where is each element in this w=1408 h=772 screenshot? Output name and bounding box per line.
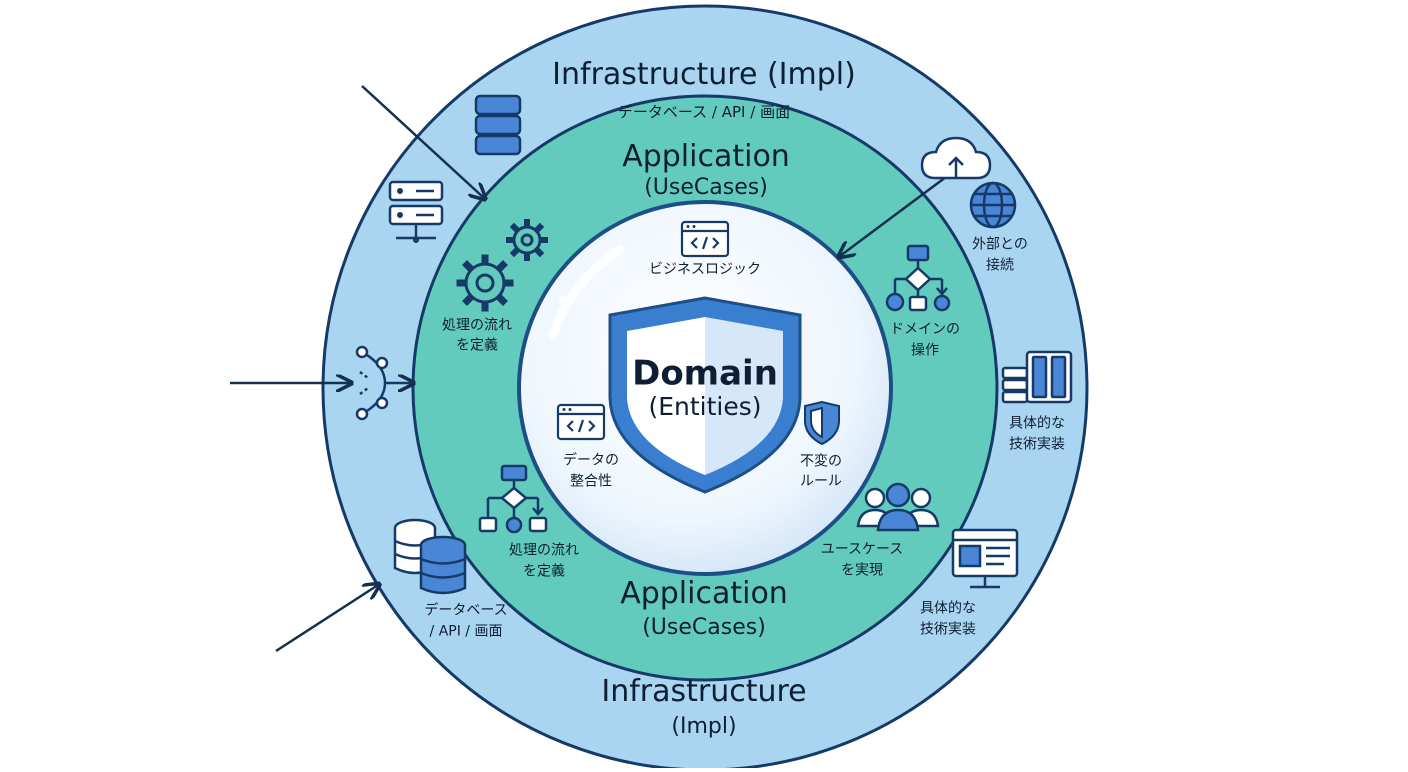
flow-top-label-line2: を定義 [456,337,498,354]
invariant-rule-label-line2: ルール [800,473,842,490]
domain-subtitle: (Entities) [648,392,762,421]
globe-icon [969,181,1017,229]
invariant-rule-label-line1: 不変の [800,453,842,470]
impl-bottom-label-line2: 技術実装 [920,621,976,638]
shield-icon [608,296,802,494]
arrow-top-right [840,175,947,256]
bubble-highlight-dot [559,296,567,304]
data-integrity-label-line2: 整合性 [570,473,612,490]
database-icon [474,94,522,156]
infrastructure-bottom-subtitle: (Impl) [671,713,737,739]
branch-merge-icon [355,345,412,421]
data-integrity-label-line1: データの [563,452,619,469]
server-icon [388,180,444,243]
infrastructure-top-subtitle: データベース / API / 画面 [617,103,791,121]
small-shield-icon [804,400,840,446]
cloud-upload-icon [920,136,992,180]
flowchart-icon-left [478,464,548,534]
application-bottom-title: Application [620,576,788,611]
users-icon [856,482,940,532]
business-logic-label: ビジネスロジック [649,261,761,278]
bubble-highlight [548,245,625,340]
code-window-icon-top [680,220,730,258]
server-rack-icon [1001,350,1073,404]
external-connection-label-line1: 外部との [972,236,1028,253]
usecase-label-line2: を実現 [841,562,883,579]
code-window-icon-left [556,403,606,441]
gear-icon [456,254,514,312]
small-gear-icon [506,219,548,261]
usecase-label-line1: ユースケース [820,541,904,558]
external-connection-label-line2: 接続 [986,257,1014,274]
impl-bottom-label-line1: 具体的な [920,600,976,617]
flow-top-label-line1: 処理の流れ [442,317,512,334]
domain-operation-label-line2: 操作 [911,342,939,359]
arrow-top-left [361,85,484,198]
domain-operation-label-line1: ドメインの [890,321,960,338]
application-top-title: Application [622,139,790,174]
database-label-line2: / API / 画面 [429,623,503,640]
infrastructure-bottom-title: Infrastructure [601,674,807,709]
application-top-subtitle: (UseCases) [644,174,768,200]
impl-right-label-line1: 具体的な [1009,415,1065,432]
flow-bottom-label-line1: 処理の流れ [509,542,579,559]
application-bottom-subtitle: (UseCases) [642,614,766,640]
database-label-line1: データベース [424,602,508,619]
impl-right-label-line2: 技術実装 [1009,436,1065,453]
flow-bottom-label-line2: を定義 [523,563,565,580]
domain-title: Domain [632,353,778,394]
database-stack-icon [393,518,467,595]
flowchart-icon [885,244,951,312]
infrastructure-top-title: Infrastructure (Impl) [552,57,856,92]
monitor-icon [951,528,1019,589]
arrow-bottom-left [275,585,378,653]
